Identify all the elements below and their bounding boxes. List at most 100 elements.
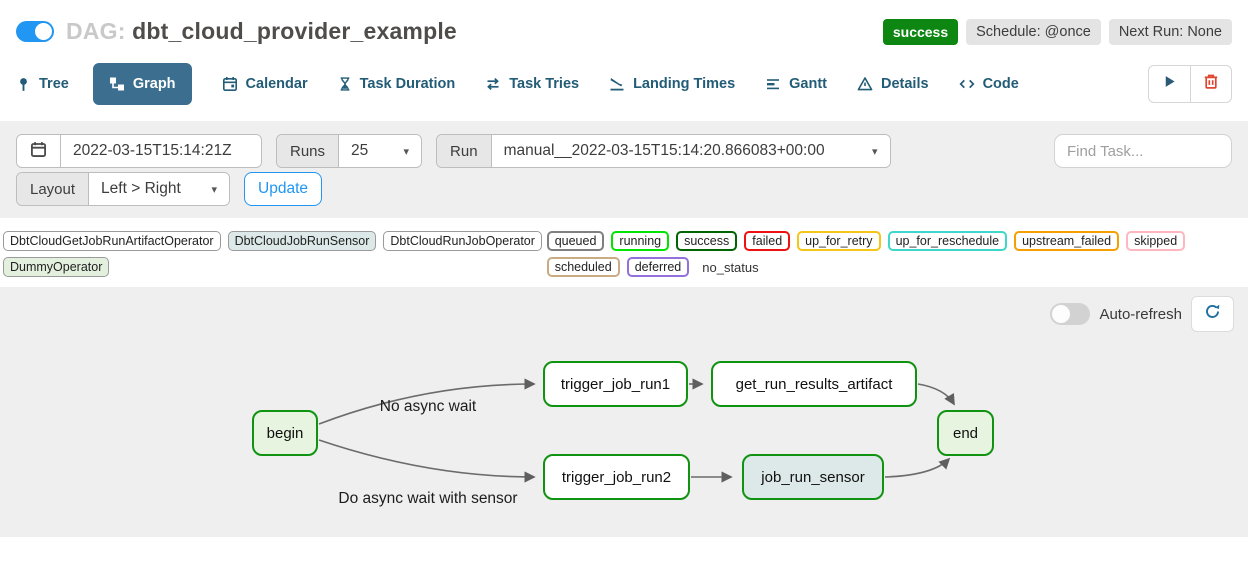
num-runs-group: Runs 25 ▾: [276, 134, 423, 168]
tab-label: Graph: [132, 76, 176, 92]
tab-task-duration[interactable]: Task Duration: [338, 63, 456, 105]
chevron-down-icon: ▾: [403, 145, 410, 158]
status-badge-deferred[interactable]: deferred: [626, 257, 690, 277]
tab-label: Tree: [39, 76, 69, 92]
calendar-icon: [30, 141, 47, 162]
auto-refresh-toggle[interactable]: [1050, 303, 1091, 325]
gantt-bars-icon: [765, 76, 781, 92]
graph-icon: [109, 76, 125, 92]
dag-title-name: dbt_cloud_provider_example: [132, 18, 457, 44]
status-badge-success[interactable]: success: [676, 231, 738, 251]
task-node-end[interactable]: end: [937, 410, 994, 456]
hourglass-icon: [338, 76, 352, 92]
edge-begin-trigger2: [318, 439, 536, 483]
tab-label: Landing Times: [633, 76, 736, 92]
tab-label: Calendar: [245, 76, 308, 92]
tab-graph[interactable]: Graph: [92, 63, 192, 105]
calendar-icon: [222, 76, 238, 92]
tab-label: Code: [982, 76, 1019, 92]
dag-action-buttons: [1148, 65, 1232, 103]
tab-calendar[interactable]: Calendar: [222, 63, 308, 105]
chevron-down-icon: ▾: [872, 145, 878, 158]
status-badge-skipped[interactable]: skipped: [1126, 231, 1186, 251]
toggle-knob: [35, 23, 52, 40]
dag-pause-toggle[interactable]: [16, 21, 54, 42]
view-tabbar: Tree Graph Calendar Task Duration Task T…: [0, 63, 1248, 105]
tab-label: Task Duration: [359, 76, 456, 92]
status-badge-upstream-failed[interactable]: upstream_failed: [1014, 231, 1120, 251]
operator-badge: DbtCloudRunJobOperator: [383, 231, 542, 251]
operator-legend: DbtCloudGetJobRunArtifactOperator DbtClo…: [3, 231, 547, 277]
layout-select[interactable]: Left > Right ▾: [89, 173, 230, 205]
page-title: DAG: dbt_cloud_provider_example: [66, 18, 457, 45]
base-date-input[interactable]: [61, 135, 261, 167]
run-select-value: manual__2022-03-15T15:14:20.866083+00:00: [503, 142, 825, 159]
status-badge-up-for-reschedule[interactable]: up_for_reschedule: [887, 231, 1008, 251]
tab-details[interactable]: Details: [857, 63, 929, 105]
chevron-down-icon: ▾: [211, 183, 218, 196]
edge-artifact-end: [917, 383, 955, 406]
tab-code[interactable]: Code: [959, 63, 1019, 105]
status-badge-up-for-retry[interactable]: up_for_retry: [797, 231, 881, 251]
header-badges: success Schedule: @once Next Run: None: [882, 18, 1232, 45]
runs-label: Runs: [277, 135, 340, 167]
date-picker-button[interactable]: [17, 135, 61, 167]
dag-graph-panel: Auto-refresh begin trigger_job_run1 get_…: [0, 287, 1248, 537]
trigger-dag-button[interactable]: [1148, 65, 1190, 103]
base-date-group: [16, 134, 262, 168]
dag-status-badge: success: [882, 18, 959, 45]
tree-pin-icon: [16, 76, 31, 92]
task-node-begin[interactable]: begin: [252, 410, 318, 456]
triangle-icon: [857, 76, 873, 92]
filter-row-2: Layout Left > Right ▾ Update: [16, 172, 1232, 206]
tab-landing-times[interactable]: Landing Times: [609, 63, 735, 105]
runs-select[interactable]: 25 ▾: [339, 135, 422, 167]
tab-tree[interactable]: Tree: [16, 63, 69, 105]
status-badge-queued[interactable]: queued: [546, 231, 605, 251]
operator-badge: DummyOperator: [3, 257, 110, 277]
code-icon: [959, 76, 975, 92]
tab-label: Task Tries: [509, 76, 580, 92]
legend: DbtCloudGetJobRunArtifactOperator DbtClo…: [0, 231, 1248, 277]
tab-task-tries[interactable]: Task Tries: [485, 63, 579, 105]
status-badge-running[interactable]: running: [611, 231, 670, 251]
toggle-knob: [1052, 305, 1071, 323]
schedule-badge: Schedule: @once: [966, 18, 1101, 45]
dag-edges: [318, 378, 955, 483]
dag-title-prefix: DAG:: [66, 18, 126, 44]
plane-landing-icon: [609, 76, 625, 92]
task-node-trigger-job-run2[interactable]: trigger_job_run2: [543, 454, 690, 500]
operator-badge: DbtCloudGetJobRunArtifactOperator: [3, 231, 221, 251]
edge-sensor-end: [884, 457, 951, 478]
operator-badge: DbtCloudJobRunSensor: [227, 231, 377, 251]
repeat-icon: [485, 76, 501, 92]
tab-label: Gantt: [789, 76, 827, 92]
auto-refresh-control: Auto-refresh: [1050, 296, 1234, 332]
task-node-get-run-results-artifact[interactable]: get_run_results_artifact: [711, 361, 917, 407]
auto-refresh-label: Auto-refresh: [1099, 305, 1182, 323]
layout-select-value: Left > Right: [101, 180, 181, 197]
trash-icon: [1203, 73, 1219, 95]
tab-gantt[interactable]: Gantt: [765, 63, 827, 105]
filter-bar: Runs 25 ▾ Run manual__2022-03-15T15:14:2…: [0, 121, 1248, 218]
status-badge-scheduled[interactable]: scheduled: [546, 257, 620, 277]
find-task-input[interactable]: [1054, 134, 1232, 168]
run-select-group: Run manual__2022-03-15T15:14:20.866083+0…: [436, 134, 891, 168]
edge-begin-trigger1: [318, 378, 536, 425]
delete-dag-button[interactable]: [1190, 65, 1232, 103]
status-legend: queued running success failed up_for_ret…: [546, 231, 1245, 277]
update-button[interactable]: Update: [244, 172, 323, 206]
runs-select-value: 25: [351, 142, 369, 159]
refresh-button[interactable]: [1191, 296, 1234, 332]
edge-label-do-async-wait: Do async wait with sensor: [338, 490, 518, 507]
run-select[interactable]: manual__2022-03-15T15:14:20.866083+00:00…: [491, 135, 890, 167]
task-node-job-run-sensor[interactable]: job_run_sensor: [742, 454, 884, 500]
layout-group: Layout Left > Right ▾: [16, 172, 231, 206]
layout-label: Layout: [17, 173, 90, 205]
task-node-trigger-job-run1[interactable]: trigger_job_run1: [543, 361, 688, 407]
status-badge-failed[interactable]: failed: [744, 231, 791, 251]
play-icon: [1162, 74, 1177, 94]
run-label: Run: [437, 135, 492, 167]
edge-label-no-async-wait: No async wait: [379, 398, 477, 415]
status-label-no-status: no_status: [702, 259, 759, 275]
